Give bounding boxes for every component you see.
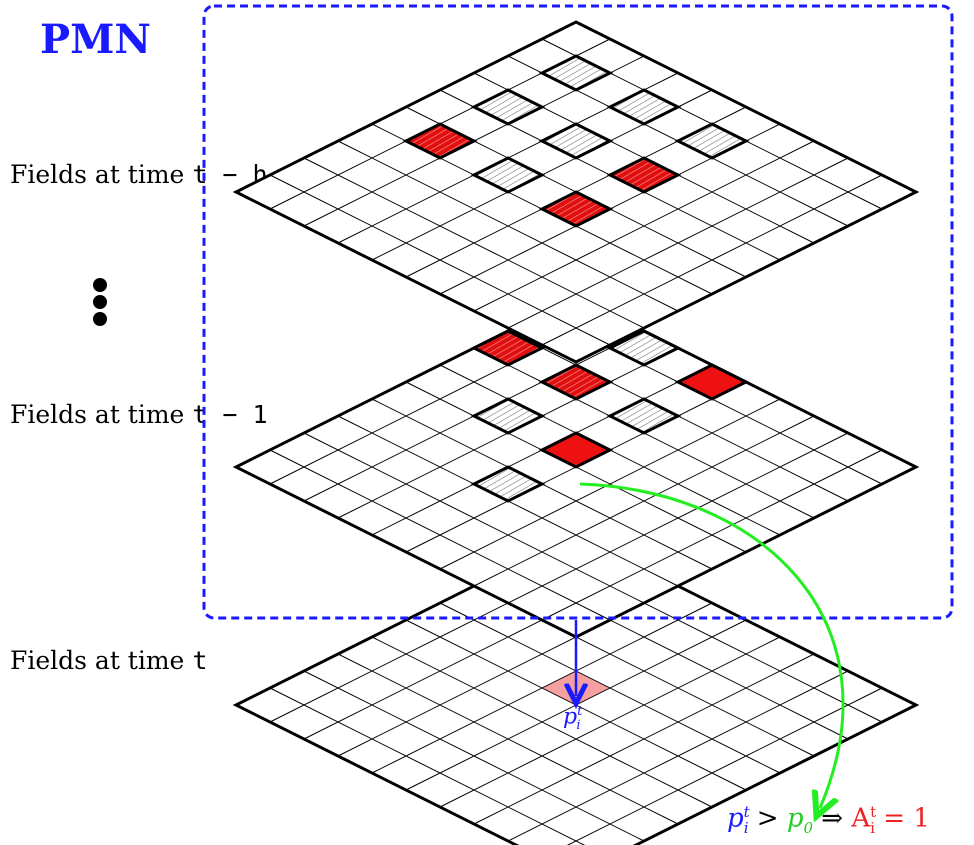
cell-outline: [470, 156, 546, 194]
grid-line: [473, 653, 815, 825]
grid-line: [473, 415, 815, 587]
layer-label-prefix: Fields at time: [10, 160, 193, 189]
pmn-title: PMN: [40, 16, 151, 63]
layer-label-prefix: Fields at time: [10, 400, 193, 429]
grid-line: [269, 174, 611, 346]
grid-line: [439, 636, 781, 808]
grid-border: [232, 20, 920, 364]
grid-line: [303, 157, 645, 329]
cell-outline: [606, 88, 682, 126]
cell-outline: [674, 122, 750, 160]
layer-label-prefix: Fields at time: [10, 646, 193, 675]
grid-border: [232, 533, 920, 845]
grid-line: [541, 174, 883, 346]
grid-line: [566, 687, 883, 845]
grid-line: [507, 670, 849, 842]
pmn-dashed-box: [202, 4, 954, 620]
grid-layer-t-minus-1: [232, 295, 920, 639]
cell-outline: [606, 156, 682, 194]
ellipsis-dots: [93, 278, 107, 326]
cell-outline: [538, 363, 614, 401]
cell-outline: [538, 190, 614, 228]
layer-label-time: t: [192, 646, 208, 675]
grid-line: [303, 432, 645, 604]
grid-line: [269, 449, 611, 621]
grid-line: [507, 157, 849, 329]
cell-outline: [538, 54, 614, 92]
cell-label: pti: [563, 704, 583, 733]
cell-outline: [470, 465, 546, 503]
grid-line: [473, 140, 815, 312]
grid-line: [507, 432, 849, 604]
grid-line: [541, 449, 883, 621]
cell-outline: [538, 122, 614, 160]
cell-outline: [606, 397, 682, 435]
grid-line: [337, 140, 679, 312]
layer-label-t: Fields at time t: [10, 646, 207, 675]
grid-line: [371, 636, 713, 808]
grid-line: [303, 670, 645, 842]
cell-outline: [402, 122, 478, 160]
grid-layer-t-minus-h: [232, 20, 920, 364]
grid-line: [269, 687, 586, 845]
green-arrow: [579, 482, 845, 808]
cell-outline: [538, 431, 614, 469]
cell-outline: [470, 397, 546, 435]
cell-outline: [470, 88, 546, 126]
threshold-formula: pti > p0 ⇒ Ati = 1: [727, 803, 930, 837]
grid-line: [337, 653, 679, 825]
grid-line: [439, 398, 781, 570]
